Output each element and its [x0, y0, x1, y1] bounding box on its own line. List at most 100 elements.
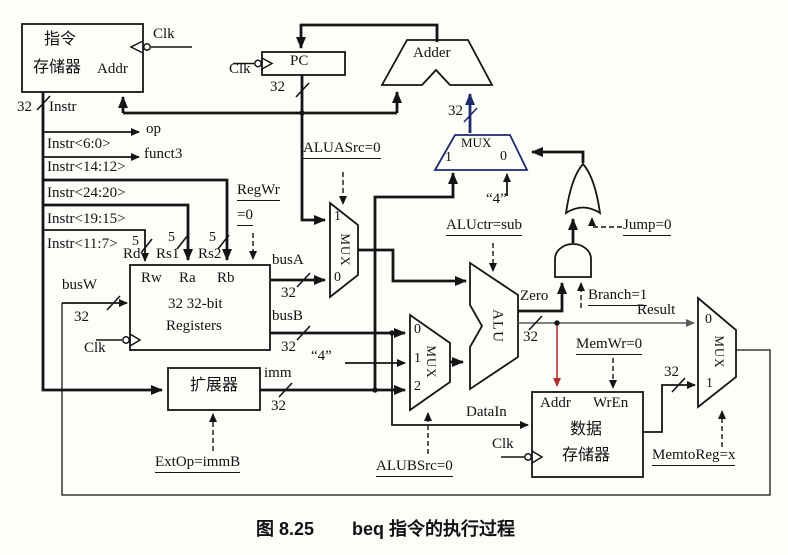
imm-width-label: 32 — [271, 398, 286, 414]
junction-dot — [554, 320, 560, 326]
alua-mux-in0: 0 — [334, 270, 341, 285]
dmem-title-line2: 存储器 — [562, 447, 611, 464]
instr-11-7-label: Instr<11:7> — [47, 236, 118, 252]
alub-mux-label: MUX — [424, 345, 439, 379]
branch-mux-shape — [433, 134, 529, 171]
aluctr-signal-label: ALUctr=sub — [446, 217, 522, 236]
or-gate — [564, 162, 602, 215]
busw-width-label: 32 — [74, 309, 89, 325]
rd-label: Rd — [123, 246, 141, 262]
regs-line1: 32 32-bit — [168, 296, 223, 312]
wire-dmem-out — [643, 381, 696, 433]
clock-bubble-icon — [122, 336, 130, 344]
width-tick — [528, 315, 543, 331]
width-tick — [296, 272, 311, 288]
width-tick — [278, 382, 293, 398]
regs-rw-port: Rw — [141, 270, 162, 286]
clock-bubble-icon — [254, 59, 262, 68]
clock-bubble-icon — [524, 453, 532, 461]
instr-6-0-label: Instr<6:0> — [47, 136, 111, 152]
busa-label: busA — [272, 252, 304, 268]
width-tick — [295, 82, 310, 98]
width-tick — [176, 234, 189, 250]
wire-writeback-feedback — [61, 303, 771, 496]
wire-imm-to-branch-mux — [373, 172, 458, 390]
wire-pc-out — [300, 75, 326, 225]
const4-alu-label: “4” — [311, 348, 332, 364]
imm-label: imm — [264, 365, 292, 381]
extop-signal-label: ExtOp=immB — [155, 454, 241, 473]
ctrl-jump-wire — [588, 217, 622, 228]
alu-out-width-label: 32 — [523, 329, 538, 345]
wire-zero — [518, 282, 567, 313]
width-tick — [217, 234, 230, 250]
alub-mux-shape — [409, 313, 451, 412]
clock-edge-icon — [261, 57, 274, 70]
regs-clk-label: Clk — [84, 340, 106, 356]
alubsrc-signal-label: ALUBSrc=0 — [376, 458, 453, 477]
adder-label: Adder — [413, 45, 451, 61]
junction-dot — [389, 330, 395, 336]
memwr-signal-label: MemWr=0 — [576, 336, 643, 355]
branch-mux-label: MUX — [461, 135, 492, 150]
const4-branch-label: “4” — [486, 191, 507, 207]
dmem-addr-port: Addr — [540, 395, 571, 411]
wire-or-to-mux-select — [531, 147, 585, 163]
wire-instr-rd — [43, 229, 149, 262]
branch-mux-in1: 1 — [445, 150, 452, 165]
jump-signal-label: Jump=0 — [623, 217, 672, 236]
rs2-width-label: 5 — [209, 230, 216, 245]
instr-width-label: 32 — [17, 99, 32, 115]
pc-box — [261, 51, 346, 76]
memtoreg-mux-in1: 1 — [706, 376, 713, 391]
clock-edge-icon — [129, 40, 144, 54]
memtoreg-mux-shape — [697, 296, 737, 409]
instr-24-20-label: Instr<24:20> — [47, 185, 126, 201]
wire-adder-to-pc — [296, 23, 439, 49]
busw-label: busW — [62, 277, 97, 293]
width-tick — [463, 107, 478, 123]
alu-label: ALU — [489, 309, 506, 343]
instr-14-12-label: Instr<14:12> — [47, 159, 126, 175]
mem-out-width-label: 32 — [664, 364, 679, 380]
result-label: Result — [637, 302, 676, 318]
junction-dot — [372, 387, 378, 393]
dmem-clk-label: Clk — [492, 436, 514, 452]
width-tick — [36, 95, 51, 111]
busb-width-label: 32 — [281, 339, 296, 355]
clock-edge-icon — [129, 333, 142, 347]
branch-base-width-label: 32 — [448, 103, 463, 119]
memtoreg-mux-label: MUX — [712, 335, 727, 369]
memtoreg-signal-label: MemtoReg=x — [652, 447, 736, 466]
alua-mux-label: MUX — [338, 233, 353, 267]
instr-label: Instr — [49, 99, 77, 115]
dmem-title-line1: 数据 — [570, 421, 603, 438]
wire-datain — [391, 333, 529, 429]
figure-caption-title: beq 指令的执行过程 — [352, 519, 516, 539]
width-tick — [671, 377, 686, 393]
branch-signal-label: Branch=1 — [588, 287, 648, 306]
branch-mux-in0: 0 — [500, 149, 507, 164]
clock-edge-icon — [531, 450, 544, 464]
alua-mux-shape — [329, 201, 359, 299]
wire-instr-rs2 — [43, 178, 232, 261]
imem-title-line2: 存储器 — [33, 59, 82, 76]
busb-label: busB — [272, 308, 303, 324]
pc-label: PC — [290, 53, 309, 69]
clock-bubble-icon — [143, 43, 151, 51]
regs-ra-port: Ra — [179, 270, 196, 286]
dmem-wren-port: WrEn — [593, 395, 629, 411]
rd-width-label: 5 — [132, 234, 139, 249]
zero-label: Zero — [520, 288, 549, 304]
regs-line2: Registers — [166, 318, 222, 334]
junction-dot — [299, 110, 305, 116]
and-gate — [554, 243, 592, 278]
alua-mux-in1: 1 — [334, 209, 341, 224]
adder-shape — [380, 39, 494, 86]
instruction-memory-box — [21, 23, 144, 93]
rs1-label: Rs1 — [156, 246, 180, 262]
wire-instr-rs1 — [43, 203, 193, 261]
figure-caption-number: 图 8.25 — [256, 519, 315, 539]
